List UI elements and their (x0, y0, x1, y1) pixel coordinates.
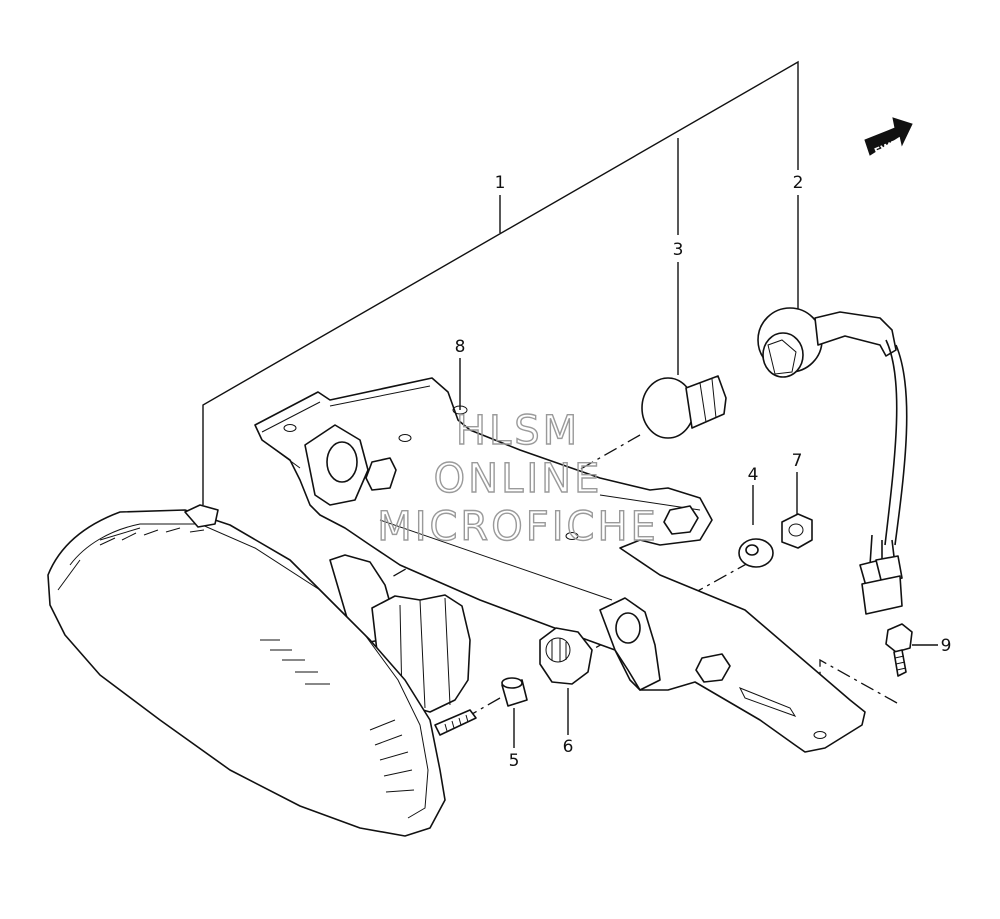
part-number-labels: 1 2 3 4 5 6 7 8 9 (455, 173, 952, 771)
part-number-8: 8 (455, 337, 466, 357)
watermark-line-2: ONLINE (434, 456, 603, 502)
watermark-line-1: HLSM (456, 408, 580, 454)
fwd-arrow-icon: FWD (864, 117, 913, 158)
part-number-2: 2 (793, 173, 804, 193)
part-number-3: 3 (673, 240, 684, 260)
watermark-line-3: MICROFICHE (377, 504, 659, 550)
part-number-4: 4 (748, 465, 759, 485)
part-number-6: 6 (563, 737, 574, 757)
washer-part-4 (738, 538, 774, 568)
part-number-9: 9 (941, 636, 952, 656)
collar-part-5 (501, 677, 528, 707)
watermark: HLSM ONLINE MICROFICHE (376, 407, 659, 550)
part-number-7: 7 (792, 451, 803, 471)
bulb-part-3 (641, 375, 727, 439)
part-number-1: 1 (495, 173, 506, 193)
tail-lamp-part-1 (47, 504, 477, 837)
grommet-part-6 (539, 627, 593, 685)
bolt-part-9 (885, 623, 913, 677)
bracket-part-8 (254, 377, 866, 753)
part-number-5: 5 (509, 751, 520, 771)
socket-harness-part-2 (757, 307, 908, 615)
nut-part-7 (781, 513, 813, 549)
